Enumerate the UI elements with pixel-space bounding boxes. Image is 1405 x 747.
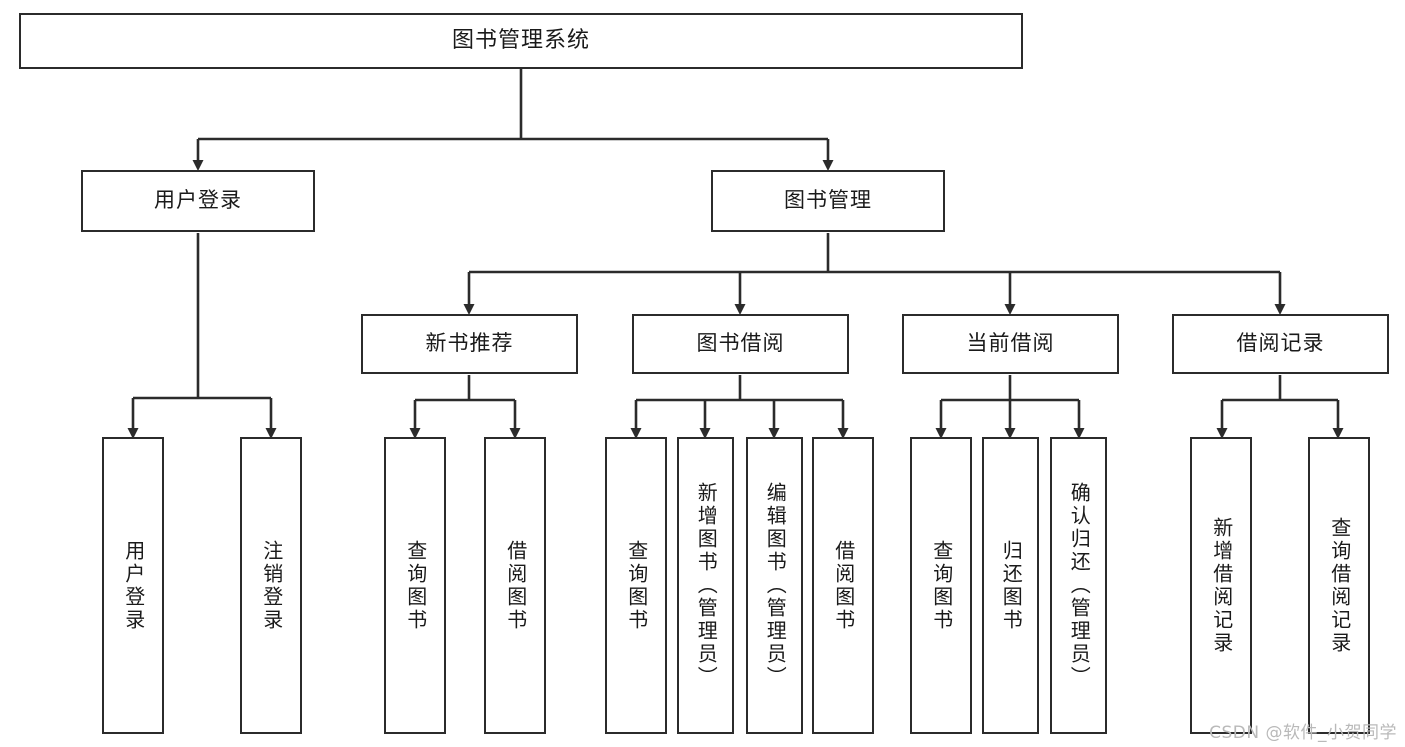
leaf-query-book-new[interactable]: 查询图书 — [384, 437, 446, 734]
leaf-add-borrow-record[interactable]: 新增借阅记录 — [1190, 437, 1252, 734]
leaf-confirm-return-admin[interactable]: 确认归还（管理员） — [1050, 437, 1107, 734]
node-current-borrow-label: 当前借阅 — [966, 331, 1055, 356]
leaf-return-book-label: 归还图书 — [999, 539, 1024, 632]
leaf-add-book-admin-label: 新增图书（管理员） — [694, 482, 719, 689]
node-borrow-record[interactable]: 借阅记录 — [1172, 314, 1389, 374]
leaf-edit-book-admin-label: 编辑图书（管理员） — [763, 482, 788, 689]
leaf-confirm-return-admin-label: 确认归还（管理员） — [1067, 482, 1092, 689]
watermark-text: CSDN @软件_小贺同学 — [1209, 723, 1397, 743]
leaf-borrow-book[interactable]: 借阅图书 — [812, 437, 874, 734]
leaf-query-borrow-record-label: 查询借阅记录 — [1327, 516, 1352, 655]
node-borrow-record-label: 借阅记录 — [1236, 331, 1325, 356]
leaf-user-login[interactable]: 用户登录 — [102, 437, 164, 734]
leaf-logout[interactable]: 注销登录 — [240, 437, 302, 734]
leaf-edit-book-admin[interactable]: 编辑图书（管理员） — [746, 437, 803, 734]
node-book-management-label: 图书管理 — [784, 188, 872, 213]
leaf-add-borrow-record-label: 新增借阅记录 — [1209, 516, 1234, 655]
node-book-borrow[interactable]: 图书借阅 — [632, 314, 849, 374]
leaf-query-book-borrow[interactable]: 查询图书 — [605, 437, 667, 734]
leaf-query-book-current-label: 查询图书 — [929, 539, 954, 632]
leaf-return-book[interactable]: 归还图书 — [982, 437, 1039, 734]
leaf-borrow-book-new-label: 借阅图书 — [503, 539, 528, 632]
node-user-login-label: 用户登录 — [154, 188, 242, 213]
node-new-book-recommend-label: 新书推荐 — [425, 331, 514, 356]
node-current-borrow[interactable]: 当前借阅 — [902, 314, 1119, 374]
leaf-add-book-admin[interactable]: 新增图书（管理员） — [677, 437, 734, 734]
node-book-management[interactable]: 图书管理 — [711, 170, 945, 232]
leaf-query-borrow-record[interactable]: 查询借阅记录 — [1308, 437, 1370, 734]
node-book-borrow-label: 图书借阅 — [696, 331, 785, 356]
leaf-query-book-new-label: 查询图书 — [403, 539, 428, 632]
leaf-borrow-book-label: 借阅图书 — [831, 539, 856, 632]
leaf-logout-label: 注销登录 — [259, 539, 284, 632]
leaf-query-book-borrow-label: 查询图书 — [624, 539, 649, 632]
leaf-query-book-current[interactable]: 查询图书 — [910, 437, 972, 734]
node-root-label: 图书管理系统 — [451, 27, 590, 53]
node-new-book-recommend[interactable]: 新书推荐 — [361, 314, 578, 374]
leaf-borrow-book-new[interactable]: 借阅图书 — [484, 437, 546, 734]
node-root-book-management-system[interactable]: 图书管理系统 — [19, 13, 1023, 69]
leaf-user-login-label: 用户登录 — [121, 539, 146, 632]
node-user-login[interactable]: 用户登录 — [81, 170, 315, 232]
